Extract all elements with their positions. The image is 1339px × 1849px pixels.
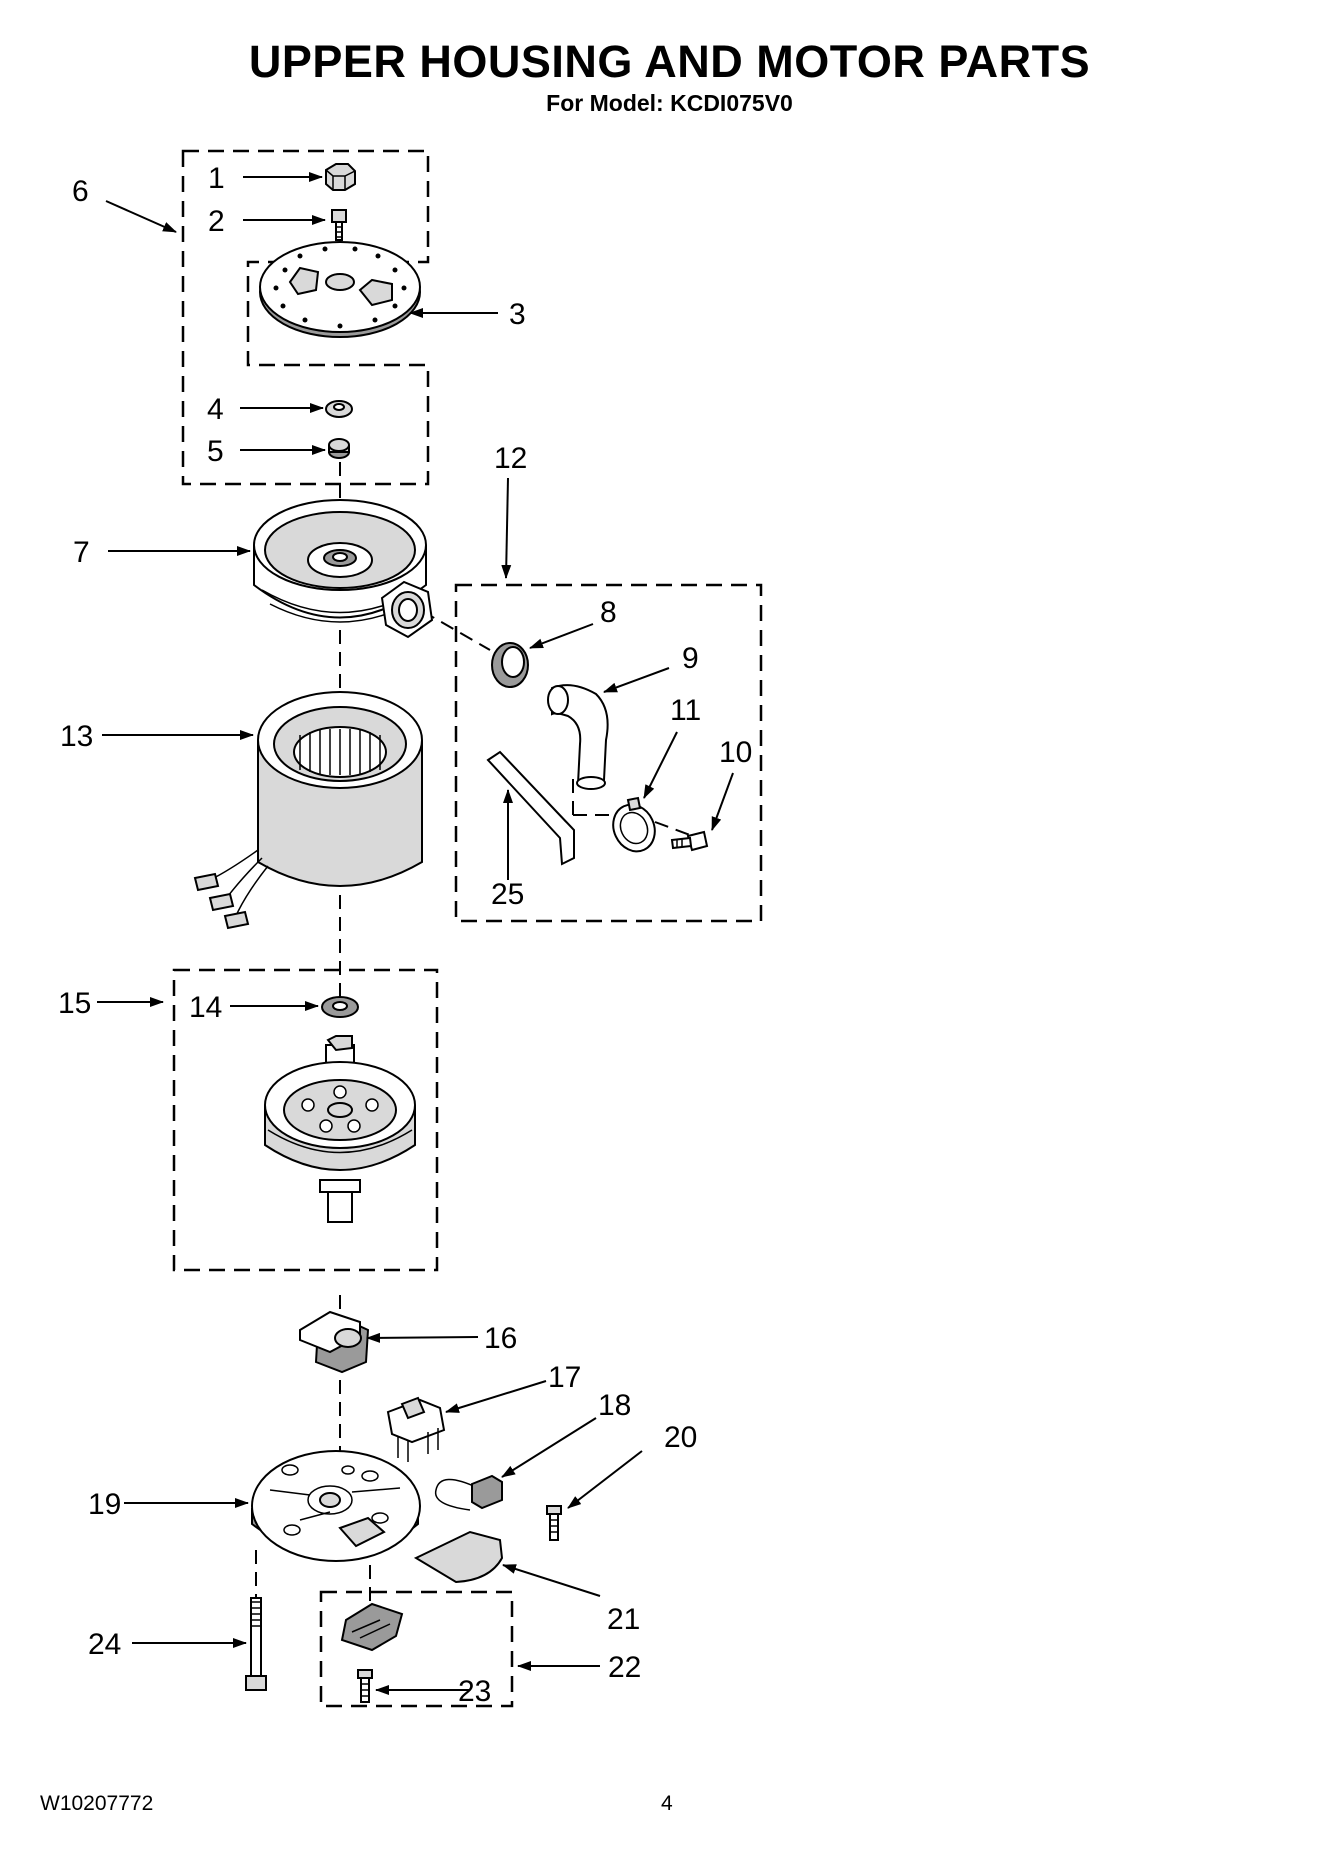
assembly-box-6 xyxy=(181,149,430,486)
part-8-gasket xyxy=(491,642,529,688)
part-9-discharge-elbow xyxy=(547,684,609,790)
callout-8: 8 xyxy=(600,596,617,629)
part-14-washer xyxy=(321,996,359,1018)
callout-14: 14 xyxy=(189,991,222,1024)
part-4-washer xyxy=(325,400,353,418)
part-1-hex-nut xyxy=(325,163,356,191)
part-25-hex-wrench xyxy=(486,750,575,866)
callout-3: 3 xyxy=(509,298,526,331)
part-18-overload-protector xyxy=(434,1474,503,1511)
assembly-box-15 xyxy=(172,968,439,1272)
assembly-box-12 xyxy=(454,583,763,923)
model-subtitle: For Model: KCDI075V0 xyxy=(546,90,793,116)
part-17-terminal-block xyxy=(386,1396,446,1462)
callout-15: 15 xyxy=(58,987,91,1020)
part-24-through-bolt xyxy=(245,1597,267,1691)
part-16-lower-bearing xyxy=(299,1310,370,1374)
rotor xyxy=(264,1035,416,1223)
center-axis xyxy=(255,245,691,1655)
leader-lines xyxy=(97,172,734,1695)
callout-24: 24 xyxy=(88,1628,121,1661)
callout-11: 11 xyxy=(670,694,701,727)
callout-16: 16 xyxy=(484,1322,517,1355)
callout-12: 12 xyxy=(494,442,527,475)
part-13-stator xyxy=(193,691,423,930)
part-20-screw xyxy=(546,1505,562,1541)
callout-19: 19 xyxy=(88,1488,121,1521)
callout-5: 5 xyxy=(207,435,224,468)
part-7-upper-housing xyxy=(253,499,434,639)
callout-25: 25 xyxy=(491,878,524,911)
callout-9: 9 xyxy=(682,642,699,675)
part-2-bolt xyxy=(331,209,347,241)
part-22-cover xyxy=(340,1602,404,1652)
callout-2: 2 xyxy=(208,205,225,238)
callout-7: 7 xyxy=(73,536,90,569)
callout-21: 21 xyxy=(607,1603,640,1636)
part-21-cover-plate xyxy=(413,1530,504,1584)
callout-1: 1 xyxy=(208,162,225,195)
callout-18: 18 xyxy=(598,1389,631,1422)
page-number: 4 xyxy=(661,1792,673,1815)
callout-23: 23 xyxy=(458,1675,491,1708)
part-5-spacer xyxy=(328,438,350,459)
callout-10: 10 xyxy=(719,736,752,769)
callout-17: 17 xyxy=(548,1361,581,1394)
page-title: UPPER HOUSING AND MOTOR PARTS xyxy=(248,36,1091,87)
part-11-clamp xyxy=(612,796,656,853)
callout-13: 13 xyxy=(60,720,93,753)
part-19-end-bell xyxy=(251,1450,421,1562)
document-number: W10207772 xyxy=(40,1792,154,1815)
part-10-screw xyxy=(670,830,709,852)
assembly-box-22 xyxy=(319,1590,514,1708)
part-3-flywheel-plate xyxy=(259,241,421,338)
callout-22: 22 xyxy=(608,1651,641,1684)
callout-4: 4 xyxy=(207,393,224,426)
part-23-screw xyxy=(357,1669,373,1703)
callout-20: 20 xyxy=(664,1421,697,1454)
callout-6: 6 xyxy=(72,175,89,208)
